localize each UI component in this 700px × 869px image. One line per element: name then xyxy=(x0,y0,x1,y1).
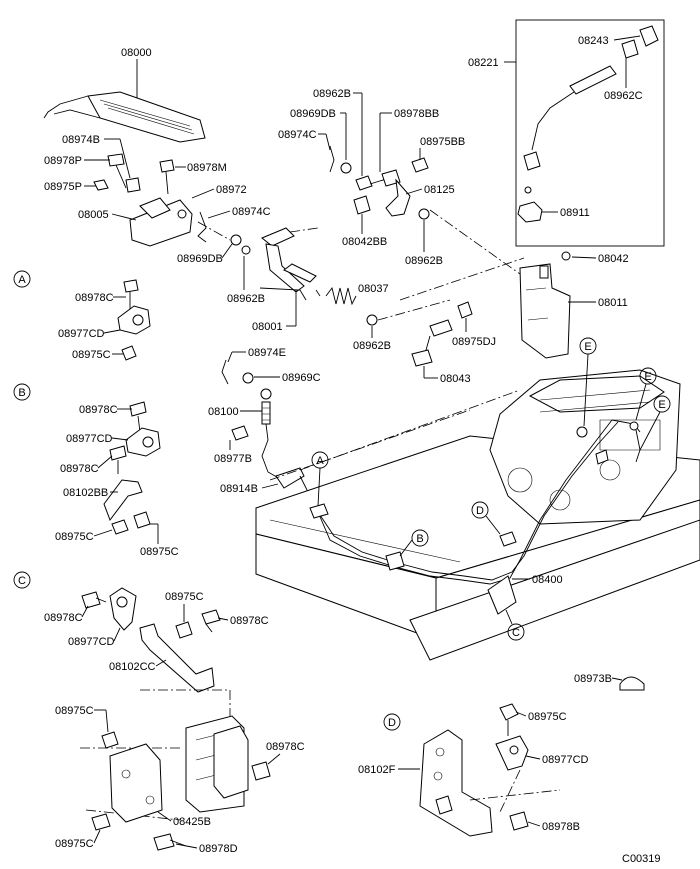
marker-b xyxy=(13,383,31,401)
label-08911: 08911 xyxy=(560,207,590,219)
callout-e-2 xyxy=(639,367,657,385)
label-08974C-left: 08974C xyxy=(232,206,271,218)
callout-d xyxy=(471,501,489,519)
label-08969C: 08969C xyxy=(282,372,321,384)
label-b-08975C-2: 08975C xyxy=(140,546,179,558)
label-08975P: 08975P xyxy=(44,181,82,193)
label-08969DB-top: 08969DB xyxy=(290,108,336,120)
label-d-08102F: 08102F xyxy=(358,764,396,776)
marker-c-label: C xyxy=(18,575,26,587)
label-b-08975C-1: 08975C xyxy=(55,531,94,543)
label-c-08978C-2: 08978C xyxy=(230,615,269,627)
marker-c xyxy=(13,571,31,589)
throttle-linkage-group xyxy=(241,145,430,326)
label-08000: 08000 xyxy=(121,47,152,59)
label-08978BB: 08978BB xyxy=(394,108,439,120)
label-08100: 08100 xyxy=(208,406,239,418)
label-08974E: 08974E xyxy=(248,347,286,359)
plug-cap xyxy=(619,676,645,691)
cable-bracket-group xyxy=(519,251,571,359)
marker-d xyxy=(383,713,401,731)
cable-detail-box xyxy=(515,19,665,247)
label-c-08978D: 08978D xyxy=(199,843,238,855)
label-08975BB: 08975BB xyxy=(420,136,465,148)
callout-b xyxy=(411,529,429,547)
label-08243: 08243 xyxy=(578,35,609,47)
label-08978M: 08978M xyxy=(187,162,227,174)
label-08043: 08043 xyxy=(440,373,471,385)
label-08001: 08001 xyxy=(252,321,283,333)
label-08978P: 08978P xyxy=(44,155,82,167)
label-b-08977CD: 08977CD xyxy=(66,433,113,445)
label-08962C: 08962C xyxy=(604,90,643,102)
diagram-id: C00319 xyxy=(622,853,661,865)
label-08975DJ: 08975DJ xyxy=(452,336,496,348)
marker-b-label: B xyxy=(18,387,25,399)
callout-b-label: B xyxy=(416,533,423,545)
label-d-08975C: 08975C xyxy=(528,711,567,723)
label-c-08102CC: 08102CC xyxy=(109,661,156,673)
label-08962B-low: 08962B xyxy=(353,340,391,352)
label-08962B-mid: 08962B xyxy=(227,293,265,305)
label-c-08978C-1: 08978C xyxy=(44,612,83,624)
label-08977B: 08977B xyxy=(214,453,252,465)
label-08962B-top: 08962B xyxy=(313,88,351,100)
engine-block xyxy=(489,369,681,525)
label-b-08978C-2: 08978C xyxy=(60,463,99,475)
label-c-08425B: 08425B xyxy=(173,816,211,828)
label-08037: 08037 xyxy=(358,283,389,295)
label-b-08978C-1: 08978C xyxy=(79,404,118,416)
label-c-08975C-2: 08975C xyxy=(55,705,94,717)
label-d-08978B: 08978B xyxy=(542,821,580,833)
label-c-08975C-3: 08975C xyxy=(55,838,94,850)
label-b-08102BB: 08102BB xyxy=(63,487,108,499)
label-08972: 08972 xyxy=(216,184,247,196)
label-c-08977CD: 08977CD xyxy=(68,636,115,648)
label-08042: 08042 xyxy=(598,253,629,265)
callout-c-label: C xyxy=(512,627,520,639)
label-08962B-right: 08962B xyxy=(405,255,443,267)
label-08969DB-left: 08969DB xyxy=(177,253,223,265)
label-c-08975C-1: 08975C xyxy=(165,591,204,603)
callout-e-2-label: E xyxy=(644,371,651,383)
label-08973B: 08973B xyxy=(574,673,612,685)
callout-e-3 xyxy=(653,395,671,413)
marker-d-label: D xyxy=(388,717,396,729)
callout-e-3-label: E xyxy=(658,399,665,411)
marker-a xyxy=(13,270,31,288)
label-08974C-top: 08974C xyxy=(278,129,317,141)
callout-a-label: A xyxy=(316,455,324,467)
callout-e-1-label: E xyxy=(584,341,591,353)
label-08974B: 08974B xyxy=(62,134,100,146)
label-08400: 08400 xyxy=(532,574,563,586)
label-08221: 08221 xyxy=(468,57,499,69)
marker-a-label: A xyxy=(18,274,26,286)
label-c-08978C-3: 08978C xyxy=(266,741,305,753)
callout-d-label: D xyxy=(476,505,484,517)
accelerator-pedal-group xyxy=(43,91,207,247)
callout-c xyxy=(507,623,525,641)
label-08125: 08125 xyxy=(424,184,455,196)
label-08914B: 08914B xyxy=(220,483,258,495)
label-a-08978C: 08978C xyxy=(75,292,114,304)
label-d-08977CD: 08977CD xyxy=(542,754,589,766)
label-08042BB: 08042BB xyxy=(342,236,387,248)
throttle-cable-group xyxy=(517,25,659,223)
label-a-08975C: 08975C xyxy=(72,349,111,361)
label-a-08977CD: 08977CD xyxy=(58,328,105,340)
label-08011: 08011 xyxy=(598,297,628,309)
label-08005: 08005 xyxy=(78,209,109,221)
